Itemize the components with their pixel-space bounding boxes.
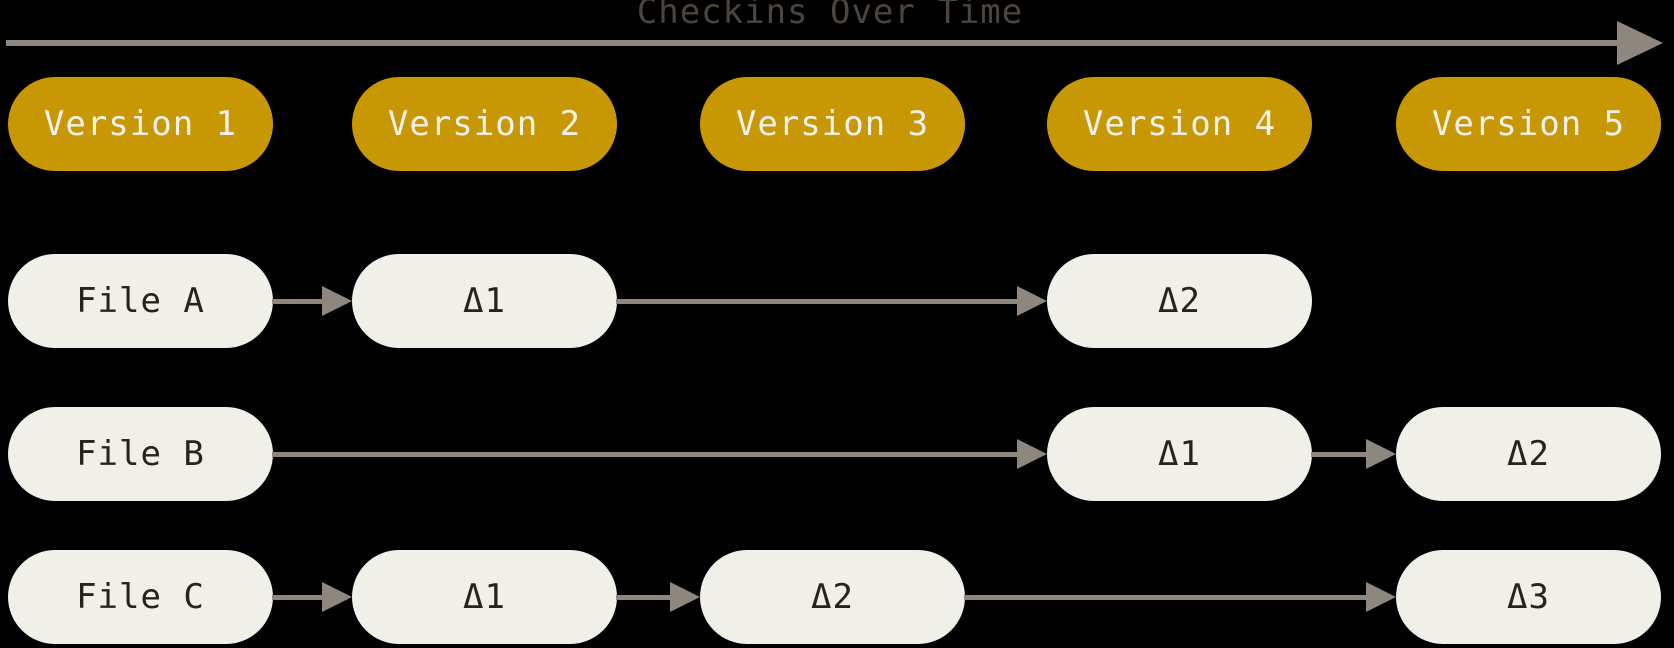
arrow-delta-1-to-delta-2 <box>616 299 1017 304</box>
node-file-b-delta-1: Δ1 <box>1047 407 1312 501</box>
node-file-b: File B <box>8 407 273 501</box>
arrow-delta-1-to-delta-2 <box>1311 452 1366 457</box>
arrow-delta-1-to-delta-2 <box>616 595 670 600</box>
timeline-arrow-line <box>6 40 1618 46</box>
node-label: Δ1 <box>1158 434 1201 474</box>
version-pill-5: Version 5 <box>1396 77 1661 171</box>
node-label: Δ2 <box>1158 281 1201 321</box>
arrowhead-icon <box>1366 582 1396 612</box>
version-pill-label: Version 4 <box>1082 104 1277 144</box>
node-file-b-delta-2: Δ2 <box>1396 407 1661 501</box>
node-file-c: File C <box>8 550 273 644</box>
arrow-file-c-to-delta-1 <box>272 595 322 600</box>
arrowhead-icon <box>1017 286 1047 316</box>
arrowhead-icon <box>322 582 352 612</box>
arrow-file-a-to-delta-1 <box>272 299 322 304</box>
node-label: Δ2 <box>1507 434 1550 474</box>
version-pill-1: Version 1 <box>8 77 273 171</box>
arrowhead-icon <box>670 582 700 612</box>
node-file-c-delta-1: Δ1 <box>352 550 617 644</box>
node-file-a-delta-1: Δ1 <box>352 254 617 348</box>
node-file-c-delta-2: Δ2 <box>700 550 965 644</box>
arrowhead-icon <box>1017 439 1047 469</box>
timeline-arrowhead-icon <box>1617 21 1663 65</box>
version-pill-label: Version 1 <box>43 104 238 144</box>
version-pill-4: Version 4 <box>1047 77 1312 171</box>
diagram-title: Checkins Over Time <box>636 0 1024 32</box>
node-label: Δ1 <box>463 281 506 321</box>
node-file-a-delta-2: Δ2 <box>1047 254 1312 348</box>
arrowhead-icon <box>322 286 352 316</box>
node-label: File A <box>76 281 205 321</box>
node-label: Δ2 <box>811 577 854 617</box>
node-label: File C <box>76 577 205 617</box>
version-pill-3: Version 3 <box>700 77 965 171</box>
version-pill-2: Version 2 <box>352 77 617 171</box>
arrowhead-icon <box>1366 439 1396 469</box>
arrow-delta-2-to-delta-3 <box>964 595 1366 600</box>
version-pill-label: Version 5 <box>1431 104 1626 144</box>
node-label: Δ1 <box>463 577 506 617</box>
version-pill-label: Version 2 <box>387 104 582 144</box>
node-label: File B <box>76 434 205 474</box>
node-file-c-delta-3: Δ3 <box>1396 550 1661 644</box>
node-label: Δ3 <box>1507 577 1550 617</box>
arrow-file-b-to-delta-1 <box>272 452 1017 457</box>
version-pill-label: Version 3 <box>735 104 930 144</box>
node-file-a: File A <box>8 254 273 348</box>
